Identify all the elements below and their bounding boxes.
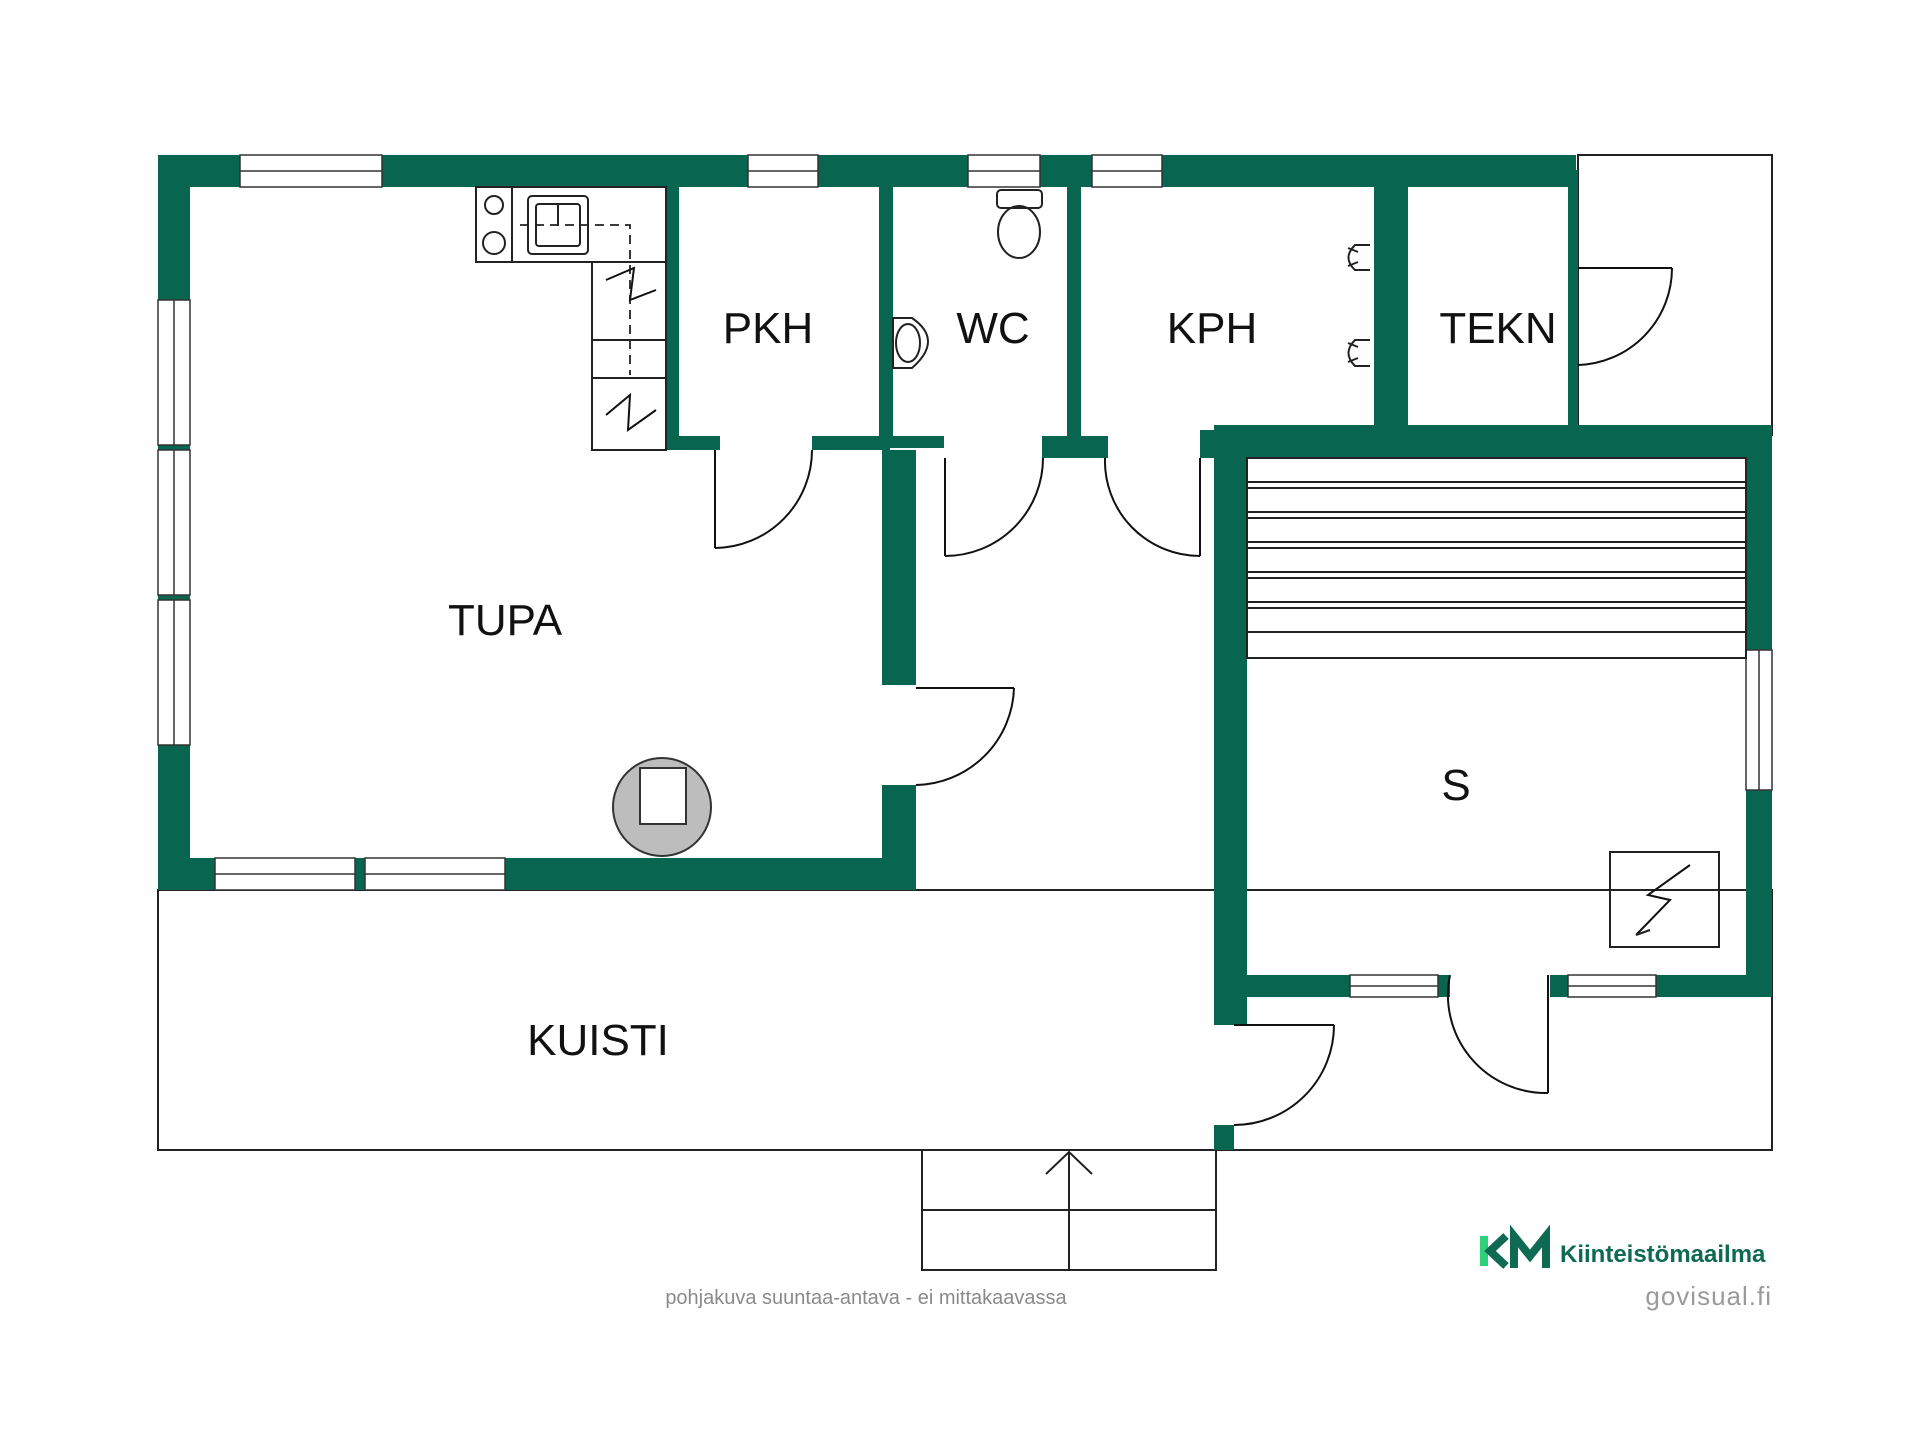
room-label-kph: KPH (1167, 304, 1257, 353)
brand-logo: Kiinteistömaailma (1480, 1224, 1766, 1269)
door-tupa (915, 687, 1015, 786)
site-text: govisual.fi (1645, 1281, 1772, 1311)
room-label-kuisti: KUISTI (527, 1016, 669, 1065)
room-label-wc: WC (956, 304, 1029, 353)
kitchen (475, 186, 667, 451)
door-pkh (714, 449, 813, 549)
outlines (157, 154, 1773, 1271)
shower-icon (1347, 244, 1370, 367)
washbasin-icon (892, 317, 929, 369)
entrance-arrow-icon (1045, 1150, 1093, 1210)
door-kph (1103, 457, 1201, 557)
room-label-tupa: TUPA (448, 596, 563, 645)
door-tekn (1577, 267, 1673, 366)
room-label-pkh: PKH (723, 304, 813, 353)
door-wc (944, 457, 1044, 557)
doors (714, 267, 1673, 1126)
door-entrance (1233, 1024, 1335, 1126)
windows (157, 154, 1773, 998)
door-sauna (1447, 974, 1549, 1095)
disclaimer-text: pohjakuva suuntaa-antava - ei mittakaava… (665, 1287, 1067, 1309)
sauna-heater-icon (1609, 851, 1720, 948)
electric-icon (605, 266, 657, 433)
room-label-sauna: S (1441, 761, 1470, 810)
stove-icon (475, 186, 513, 263)
brand-name: Kiinteistömaailma (1560, 1241, 1766, 1268)
porch-outline (157, 889, 1773, 1151)
sauna-benches (1246, 457, 1747, 659)
brand-mark-km (1480, 1224, 1550, 1269)
room-label-tekn: TEKN (1439, 304, 1556, 353)
outdoor-storage-outline (1577, 154, 1773, 436)
toilet-icon (996, 189, 1043, 259)
fireplace-icon (612, 757, 712, 857)
